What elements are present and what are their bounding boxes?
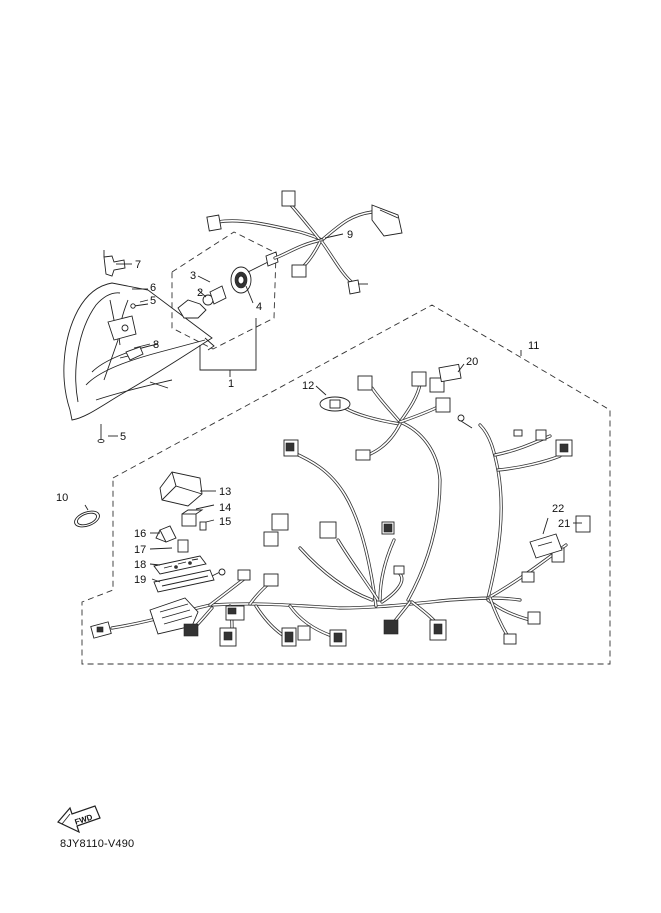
callout-21: 21 [558,518,570,530]
fwd-arrow-icon: FWD [57,805,101,834]
callout-5-top: 5 [150,295,156,307]
callout-5-bottom: 5 [120,431,126,443]
callout-6: 6 [150,282,156,294]
callout-2: 2 [197,287,203,299]
callout-11: 11 [528,340,539,352]
hose-clamp [74,504,100,528]
callout-7: 7 [135,259,141,271]
headlight-bulb-parts [177,251,279,319]
part-callouts: 1 2 3 4 5 5 6 7 8 9 10 11 12 13 14 15 16… [56,229,570,586]
callout-13: 13 [219,486,231,498]
leader-lines-headlight [108,233,344,437]
callout-22: 22 [552,503,564,515]
electrical-components [153,471,226,593]
headlight-assembly [63,250,215,444]
main-harness-dashed-outline [81,304,611,665]
callout-9: 9 [347,229,353,241]
callout-10: 10 [56,492,68,504]
drawing-code: 8JY8110-V490 [60,838,135,850]
callout-12: 12 [302,380,314,392]
sub-wire-harness [206,190,403,295]
callout-3: 3 [190,270,196,282]
callout-19: 19 [134,574,146,586]
callout-15: 15 [219,516,231,528]
callout-18: 18 [134,559,146,571]
leader-lines-main [149,363,582,583]
callout-20: 20 [466,356,478,368]
callout-14: 14 [219,502,231,514]
callout-17: 17 [134,544,146,556]
callout-8: 8 [153,339,159,351]
callout-4: 4 [256,301,262,313]
callout-1: 1 [228,378,234,390]
callout-16: 16 [134,528,146,540]
harness-connectors [90,363,591,647]
headlight-unit-dashed-outline [171,231,277,350]
